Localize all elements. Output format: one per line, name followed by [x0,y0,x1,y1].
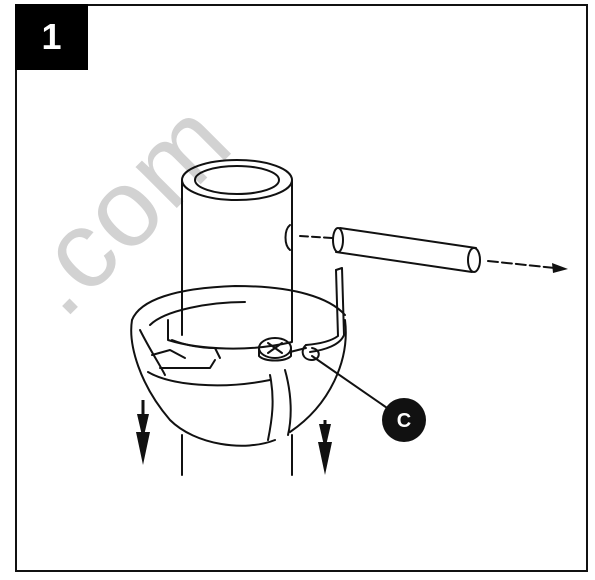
step-number-badge: 1 [15,4,88,70]
pin-removal-arrowhead [552,263,568,273]
callout-c-circle [382,398,426,442]
ground-wire [289,267,345,361]
down-arrow-left [136,400,150,465]
step-number: 1 [41,16,62,57]
canopy-shell [130,285,347,447]
screw [258,337,292,362]
down-arrow-right [318,420,332,475]
step-panel [15,4,588,572]
callout-c-label: C [397,410,411,432]
pin [332,227,481,273]
callout-leader [311,355,391,411]
lower-pole [181,434,293,476]
pin-removal-arrow [487,260,556,269]
pin-path-dashes [299,235,333,239]
upper-pole [181,159,293,336]
